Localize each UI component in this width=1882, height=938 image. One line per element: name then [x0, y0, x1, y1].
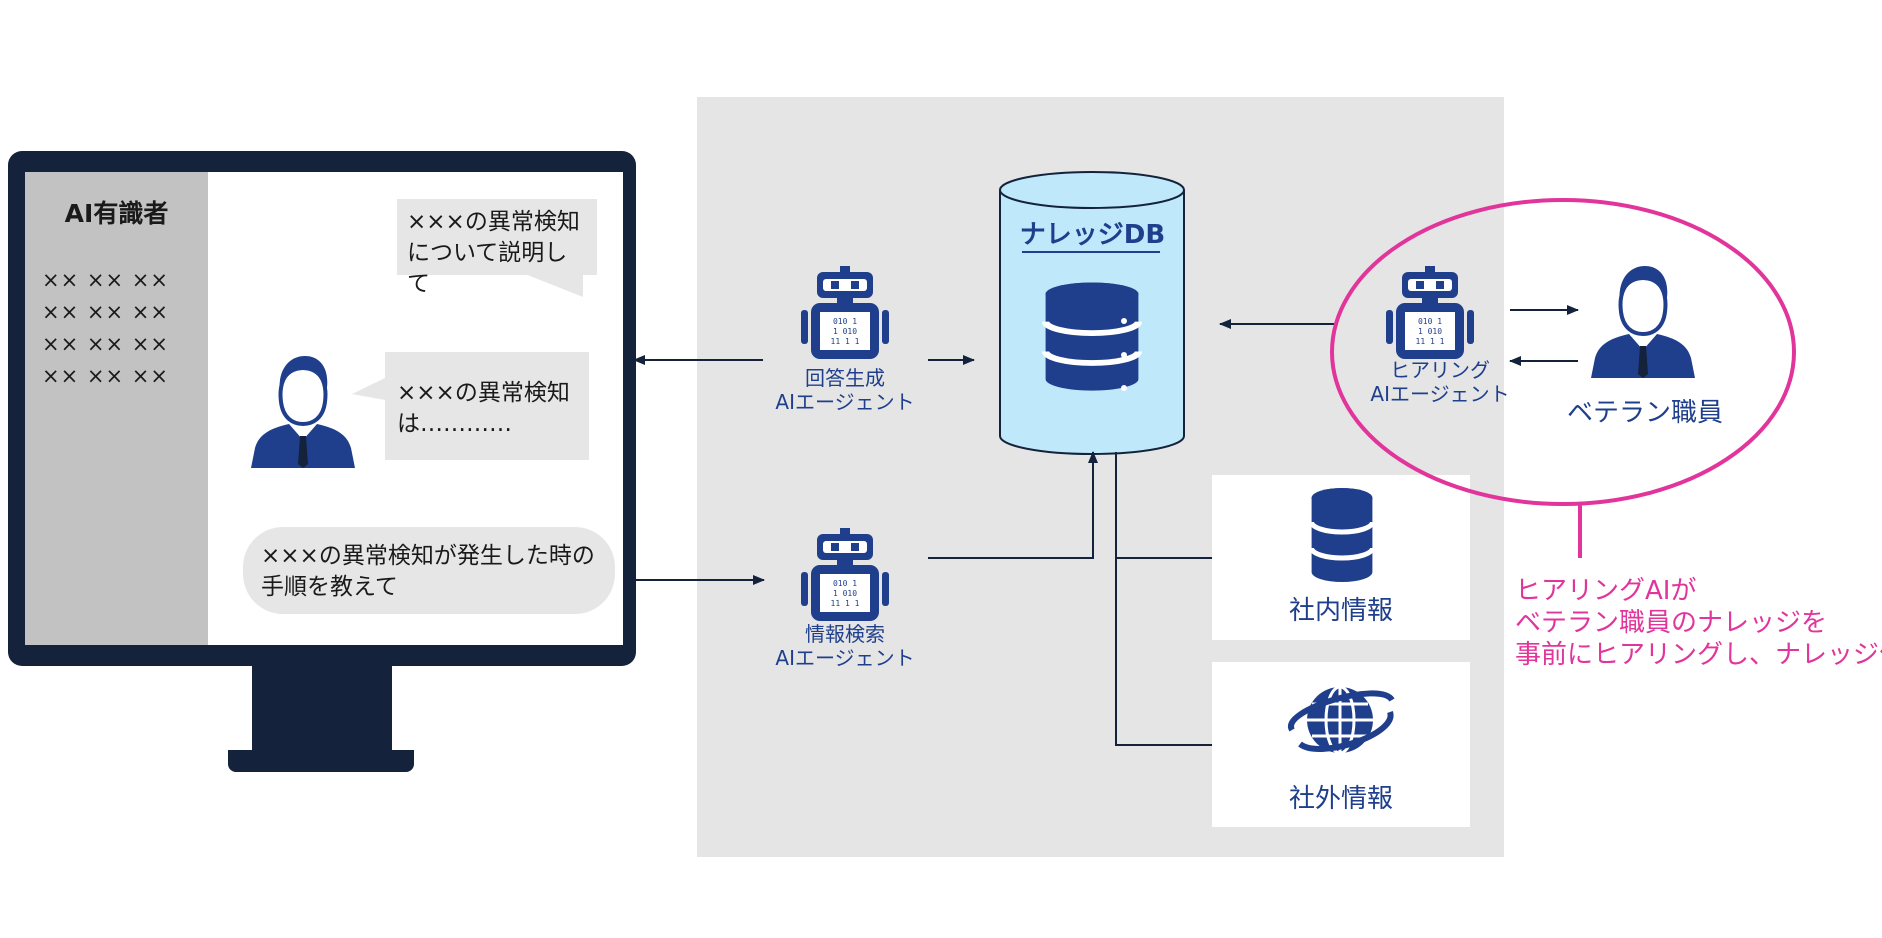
note-line: ヒアリングAIが — [1515, 576, 1697, 606]
bubble-tail — [352, 378, 385, 400]
external-info-label: 社外情報 — [1288, 784, 1393, 814]
line-internal-to-db — [1115, 452, 1212, 559]
hearing-agent-label: ヒアリング AIエージェント — [1350, 358, 1530, 406]
internal-database-icon — [1312, 488, 1373, 582]
bubble-text-line: ×××の異常検知 — [397, 380, 570, 406]
note-line: 事前にヒアリングし、ナレッジ化 — [1515, 640, 1882, 670]
search-agent-robot-icon — [801, 528, 889, 621]
question-bubble: ×××の異常検知が発生した時の 手順を教えて — [243, 527, 615, 614]
agent-label-line: 情報検索 — [805, 622, 885, 646]
answer-agent-robot-icon — [801, 266, 889, 359]
agent-label-line: ヒアリング — [1390, 358, 1490, 382]
db-database-icon — [1046, 283, 1139, 391]
sidebar-line: ×× ×× ×× — [42, 332, 169, 356]
search-agent-label: 情報検索 AIエージェント — [765, 622, 925, 670]
sidebar-line: ×× ×× ×× — [42, 364, 169, 388]
internal-info-label: 社内情報 — [1288, 596, 1393, 626]
agent-label-line: AIエージェント — [775, 390, 915, 414]
line-external-to-db — [1115, 558, 1212, 746]
bubble-text-line: 手順を教えて — [261, 574, 398, 600]
monitor-foot — [228, 750, 414, 772]
bubble-text-line: ×××の異常検知 — [407, 209, 580, 235]
globe-icon — [1288, 685, 1395, 755]
speech-bubble-prompt: ×××の異常検知 について説明して — [397, 199, 597, 297]
sidebar-line: ×× ×× ×× — [42, 300, 169, 324]
agent-label-line: AIエージェント — [1370, 382, 1510, 406]
knowledge-db-title: ナレッジDB — [1019, 220, 1166, 250]
hearing-agent-robot-icon — [1386, 266, 1474, 359]
bubble-tail — [520, 272, 583, 297]
bubble-text-line: について説明して — [407, 240, 568, 297]
hearing-note: ヒアリングAIが ベテラン職員のナレッジを 事前にヒアリングし、ナレッジ化 — [1515, 575, 1882, 671]
sidebar-title: AI有識者 — [64, 199, 169, 228]
agent-label-line: 回答生成 — [805, 366, 885, 390]
monitor-stand — [252, 666, 392, 758]
sidebar-line: ×× ×× ×× — [42, 268, 169, 292]
bubble-text-line: ×××の異常検知が発生した時の — [261, 543, 595, 569]
bubble-text-line: は………… — [397, 411, 512, 437]
veteran-person-icon — [1589, 264, 1697, 380]
knowledge-db-top — [999, 171, 1185, 209]
answer-agent-label: 回答生成 AIエージェント — [765, 366, 925, 414]
speech-bubble-answer: ×××の異常検知 は………… — [385, 352, 589, 460]
expert-person-icon — [249, 354, 357, 470]
monitor-sidebar — [25, 172, 208, 645]
agent-label-line: AIエージェント — [775, 646, 915, 670]
note-line: ベテラン職員のナレッジを — [1515, 608, 1828, 638]
arrow-search-to-db — [928, 451, 1098, 559]
veteran-label: ベテラン職員 — [1566, 398, 1723, 428]
highlight-ellipse — [1330, 198, 1796, 506]
